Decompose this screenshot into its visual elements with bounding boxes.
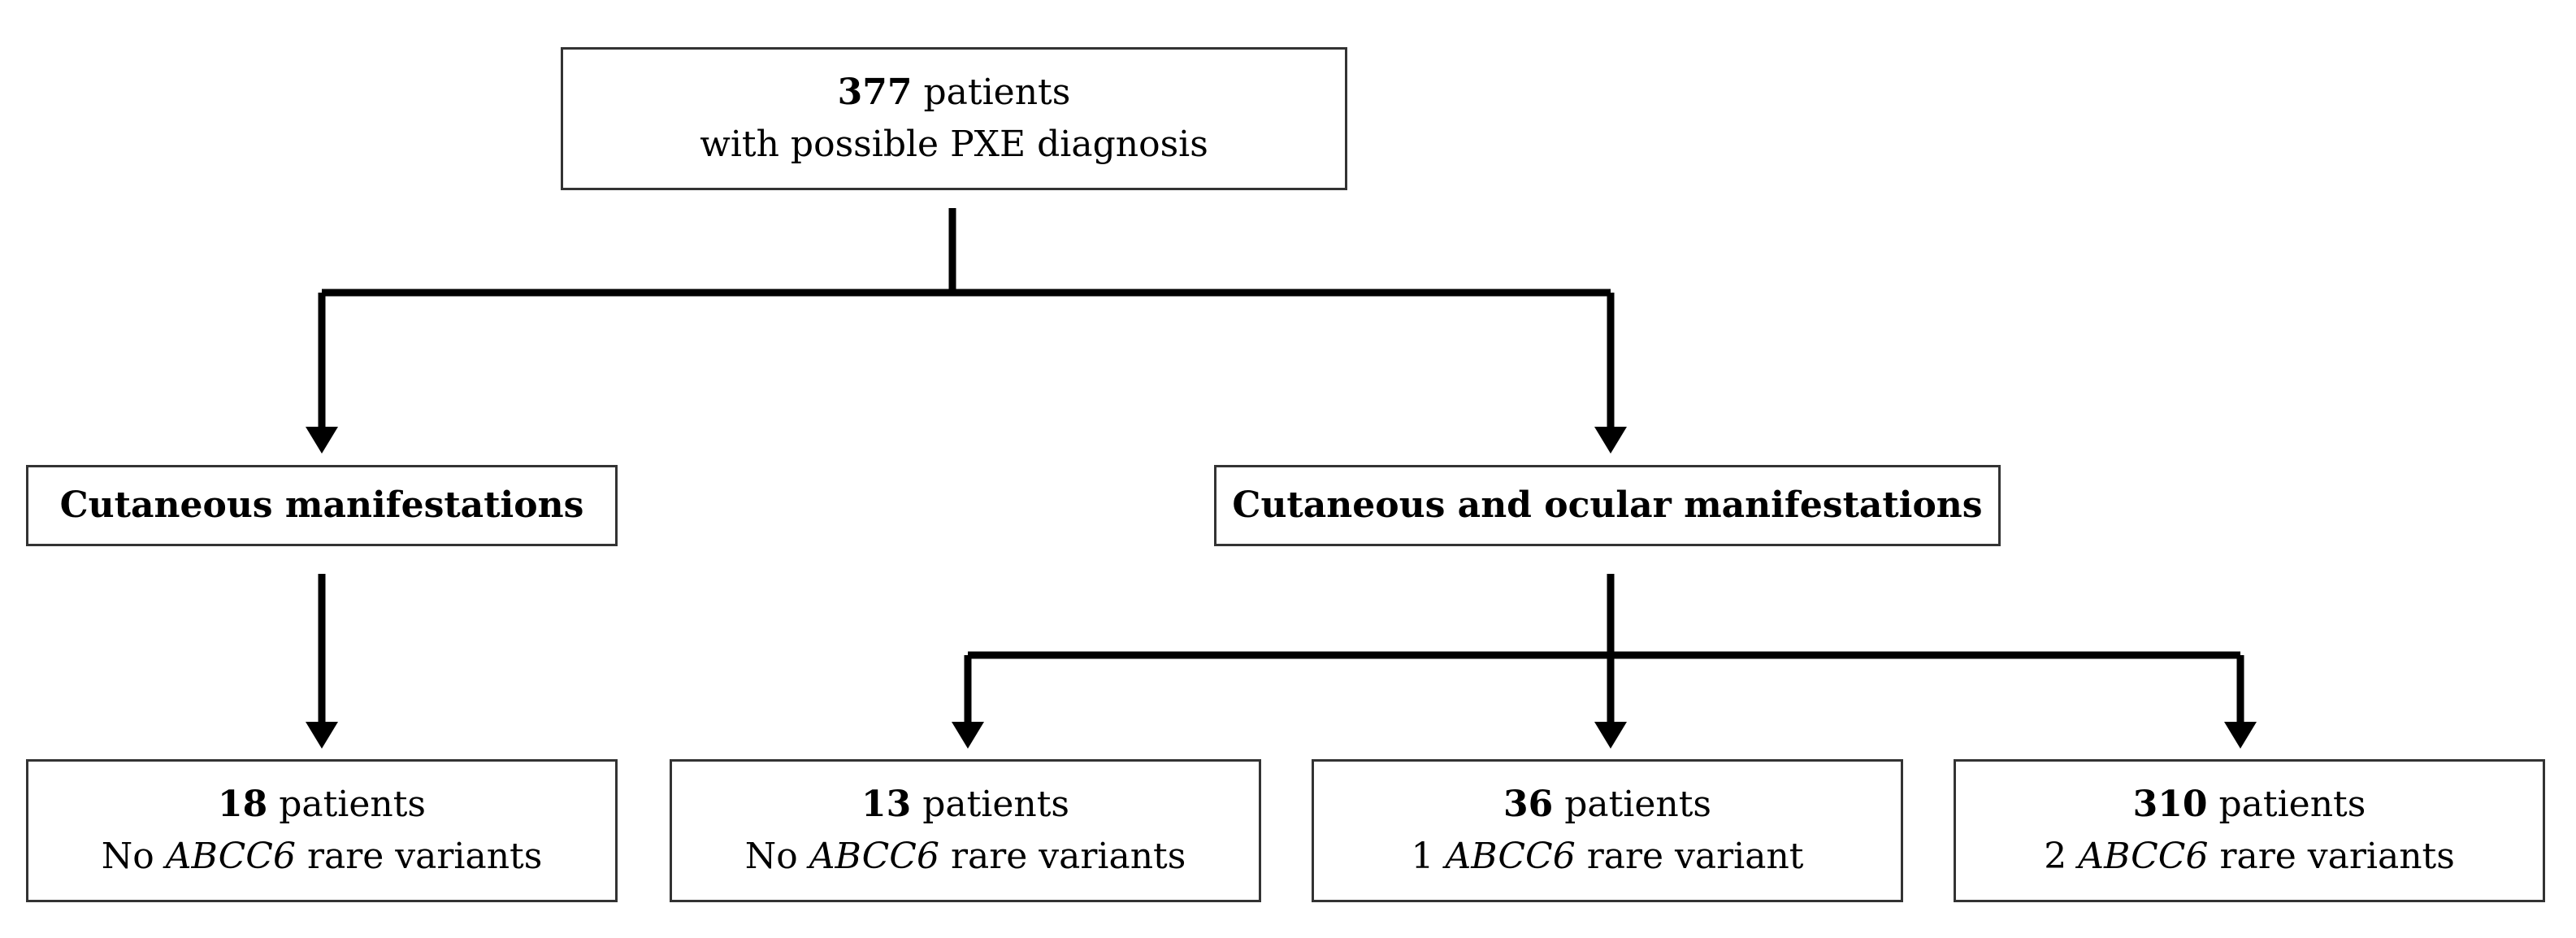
outcome-box-d: 310 patients 2 ABCC6 rare variants bbox=[1954, 759, 2545, 902]
outcome-a-gene: ABCC6 bbox=[165, 836, 296, 877]
outcome-c-suffix: rare variant bbox=[1575, 836, 1804, 877]
outcome-a-count: 18 bbox=[217, 784, 268, 825]
outcome-d-gene: ABCC6 bbox=[2078, 836, 2209, 877]
outcome-a-prefix: No bbox=[101, 836, 166, 877]
outcome-d-count-line: 310 patients bbox=[2133, 779, 2366, 831]
arrowhead-outcome-c bbox=[1594, 722, 1627, 749]
outcome-c-count: 36 bbox=[1503, 784, 1554, 825]
root-box: 377 patients with possible PXE diagnosis bbox=[561, 47, 1347, 190]
arrowhead-left-category bbox=[306, 427, 338, 454]
outcome-b-gene: ABCC6 bbox=[809, 836, 939, 877]
outcome-c-count-suffix: patients bbox=[1553, 784, 1711, 825]
root-count-suffix: patients bbox=[912, 72, 1071, 113]
outcome-c-count-line: 36 patients bbox=[1503, 779, 1711, 831]
outcome-b-count: 13 bbox=[861, 784, 912, 825]
category-box-cutaneous-ocular: Cutaneous and ocular manifestations bbox=[1214, 465, 2001, 546]
outcome-a-count-suffix: patients bbox=[267, 784, 426, 825]
outcome-b-description: No ABCC6 rare variants bbox=[745, 831, 1186, 883]
outcome-b-count-line: 13 patients bbox=[861, 779, 1069, 831]
root-count: 377 bbox=[837, 72, 913, 113]
outcome-d-description: 2 ABCC6 rare variants bbox=[2044, 831, 2455, 883]
outcome-box-a: 18 patients No ABCC6 rare variants bbox=[26, 759, 618, 902]
outcome-d-count: 310 bbox=[2132, 784, 2208, 825]
outcome-b-suffix: rare variants bbox=[939, 836, 1186, 877]
category-label-cutaneous: Cutaneous manifestations bbox=[59, 484, 584, 526]
outcome-b-prefix: No bbox=[744, 836, 809, 877]
outcome-a-suffix: rare variants bbox=[295, 836, 543, 877]
arrowhead-outcome-d bbox=[2224, 722, 2257, 749]
arrowhead-outcome-b bbox=[952, 722, 984, 749]
outcome-d-count-suffix: patients bbox=[2207, 784, 2366, 825]
outcome-box-c: 36 patients 1 ABCC6 rare variant bbox=[1312, 759, 1903, 902]
category-box-cutaneous: Cutaneous manifestations bbox=[26, 465, 618, 546]
root-count-line: 377 patients bbox=[838, 67, 1071, 119]
outcome-c-prefix: 1 bbox=[1411, 836, 1446, 877]
outcome-b-count-suffix: patients bbox=[911, 784, 1069, 825]
outcome-a-count-line: 18 patients bbox=[218, 779, 426, 831]
root-description: with possible PXE diagnosis bbox=[700, 124, 1208, 165]
outcome-d-prefix: 2 bbox=[2044, 836, 2079, 877]
arrowhead-right-category bbox=[1594, 427, 1627, 454]
outcome-c-gene: ABCC6 bbox=[1445, 836, 1576, 877]
outcome-c-description: 1 ABCC6 rare variant bbox=[1411, 831, 1803, 883]
outcome-a-description: No ABCC6 rare variants bbox=[102, 831, 543, 883]
outcome-d-suffix: rare variants bbox=[2208, 836, 2455, 877]
arrowhead-outcome-a bbox=[306, 722, 338, 749]
outcome-box-b: 13 patients No ABCC6 rare variants bbox=[670, 759, 1261, 902]
category-label-cutaneous-ocular: Cutaneous and ocular manifestations bbox=[1232, 484, 1983, 526]
